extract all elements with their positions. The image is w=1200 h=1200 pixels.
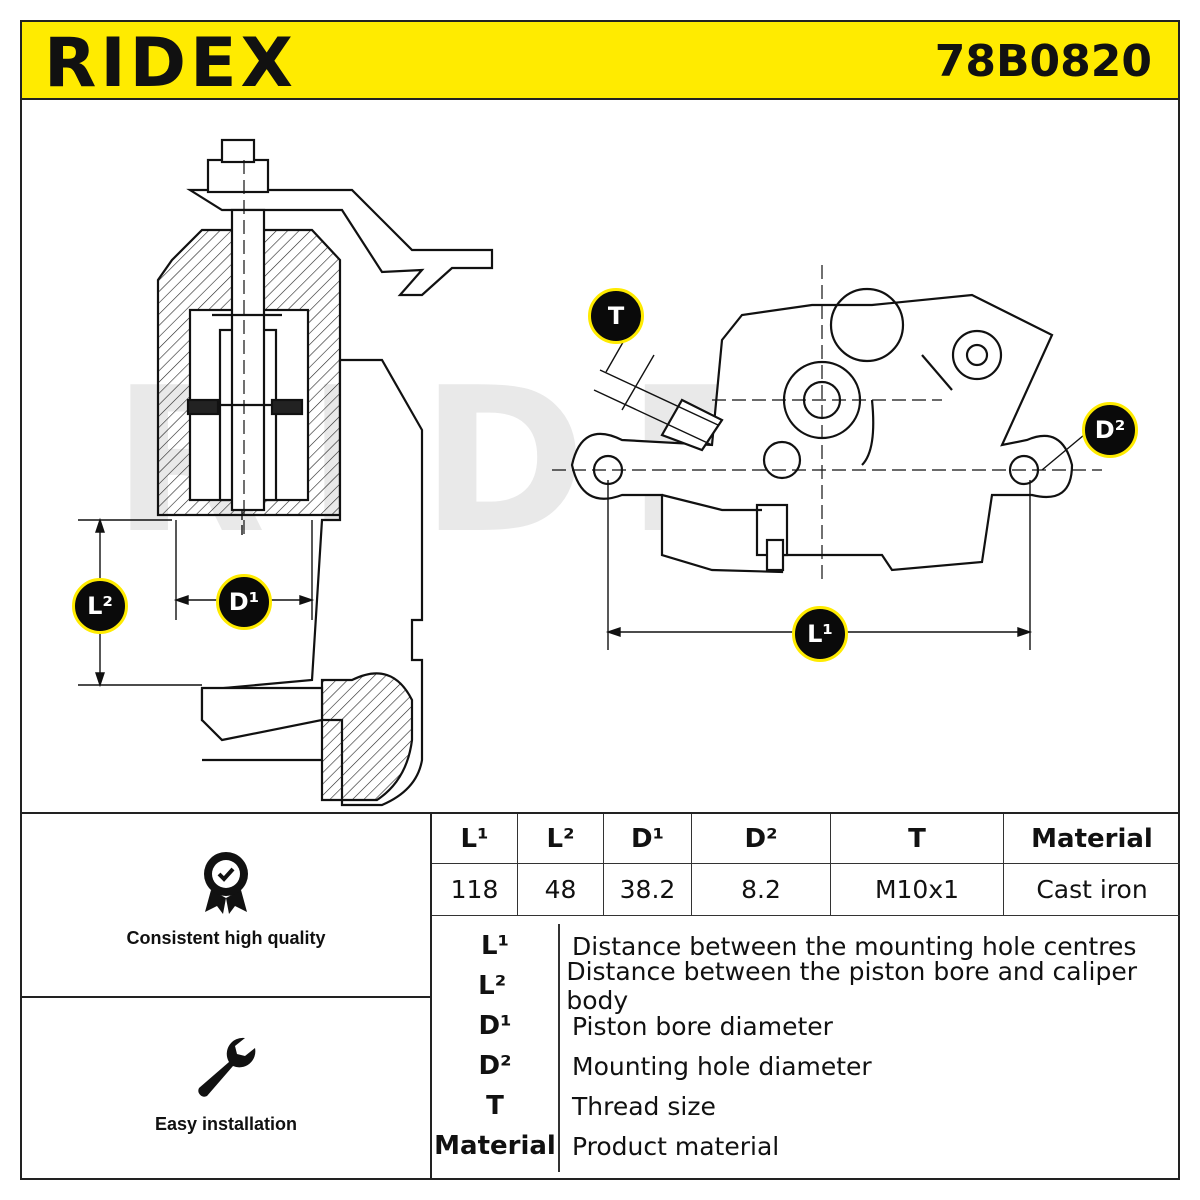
feature-installation-label: Easy installation bbox=[154, 1114, 298, 1134]
legend-row: T Thread size bbox=[432, 1086, 1178, 1126]
spec-header-l1: L¹ bbox=[432, 814, 518, 864]
legend-desc: Piston bore diameter bbox=[572, 1011, 833, 1041]
feature-installation: Easy installation bbox=[22, 1034, 430, 1135]
spec-header-material: Material bbox=[1003, 814, 1180, 864]
legend-key: D² bbox=[478, 1051, 512, 1081]
legend-row: D¹ Piston bore diameter bbox=[432, 1006, 1178, 1046]
legend-row: L² Distance between the piston bore and … bbox=[432, 957, 1178, 1015]
legend: L¹ Distance between the mounting hole ce… bbox=[432, 914, 1178, 1178]
vertical-divider bbox=[430, 814, 432, 1178]
section-divider bbox=[20, 812, 1180, 814]
legend-key: Material bbox=[434, 1131, 556, 1161]
wrench-icon bbox=[198, 1037, 256, 1097]
center-lines bbox=[552, 265, 1102, 580]
feature-divider bbox=[22, 996, 430, 998]
feature-quality: Consistent high quality bbox=[22, 850, 430, 949]
legend-desc: Product material bbox=[572, 1131, 780, 1161]
part-number: 78B0820 bbox=[934, 36, 1152, 87]
spec-header-d2: D² bbox=[691, 814, 831, 864]
legend-key: L¹ bbox=[481, 931, 509, 961]
legend-key: T bbox=[486, 1091, 504, 1121]
spec-header-l2: L² bbox=[517, 814, 604, 864]
spec-value-l1: 118 bbox=[432, 863, 518, 916]
spec-value-d1: 38.2 bbox=[603, 863, 692, 916]
feature-quality-label: Consistent high quality bbox=[126, 928, 326, 948]
spec-value-d2: 8.2 bbox=[691, 863, 831, 916]
spec-value-material: Cast iron bbox=[1003, 863, 1180, 916]
legend-key: D¹ bbox=[478, 1011, 512, 1041]
caliper-section-view bbox=[156, 138, 494, 807]
legend-separator bbox=[558, 924, 560, 1172]
legend-key: L² bbox=[478, 971, 507, 1001]
caliper-drawing-svg: RIDEX bbox=[78, 138, 1102, 807]
header-bar: RIDEX 78B0820 bbox=[20, 20, 1180, 103]
specs-table: L¹ L² D¹ D² T Material 118 48 38.2 8.2 M… bbox=[432, 814, 1180, 916]
brand-logo: RIDEX bbox=[44, 24, 297, 103]
legend-desc: Thread size bbox=[572, 1091, 716, 1121]
spec-value-l2: 48 bbox=[517, 863, 604, 916]
specs-header-row: L¹ L² D¹ D² T Material bbox=[432, 814, 1180, 864]
spec-value-t: M10x1 bbox=[830, 863, 1004, 916]
legend-desc: Distance between the piston bore and cal… bbox=[566, 957, 1138, 1015]
legend-desc: Distance between the mounting hole centr… bbox=[572, 931, 1137, 961]
features-panel: Consistent high quality Easy installatio… bbox=[22, 814, 430, 1178]
dimension-l2 bbox=[78, 517, 202, 688]
specs-value-row: 118 48 38.2 8.2 M10x1 Cast iron bbox=[432, 863, 1180, 916]
legend-desc: Mounting hole diameter bbox=[572, 1051, 872, 1081]
spec-header-t: T bbox=[830, 814, 1004, 864]
badge-l1: L¹ bbox=[792, 606, 848, 662]
legend-row: Material Product material bbox=[432, 1126, 1178, 1166]
technical-drawing: RIDEX bbox=[22, 100, 1178, 812]
dimension-d1 bbox=[173, 520, 315, 620]
badge-d2: D² bbox=[1082, 402, 1138, 458]
legend-row: L¹ Distance between the mounting hole ce… bbox=[432, 926, 1178, 966]
badge-l2: L² bbox=[72, 578, 128, 634]
legend-row: D² Mounting hole diameter bbox=[432, 1046, 1178, 1086]
quality-badge-icon bbox=[204, 852, 248, 914]
spec-header-d1: D¹ bbox=[603, 814, 692, 864]
badge-d1: D¹ bbox=[216, 574, 272, 630]
badge-t: T bbox=[588, 288, 644, 344]
dimension-t bbox=[593, 329, 719, 446]
